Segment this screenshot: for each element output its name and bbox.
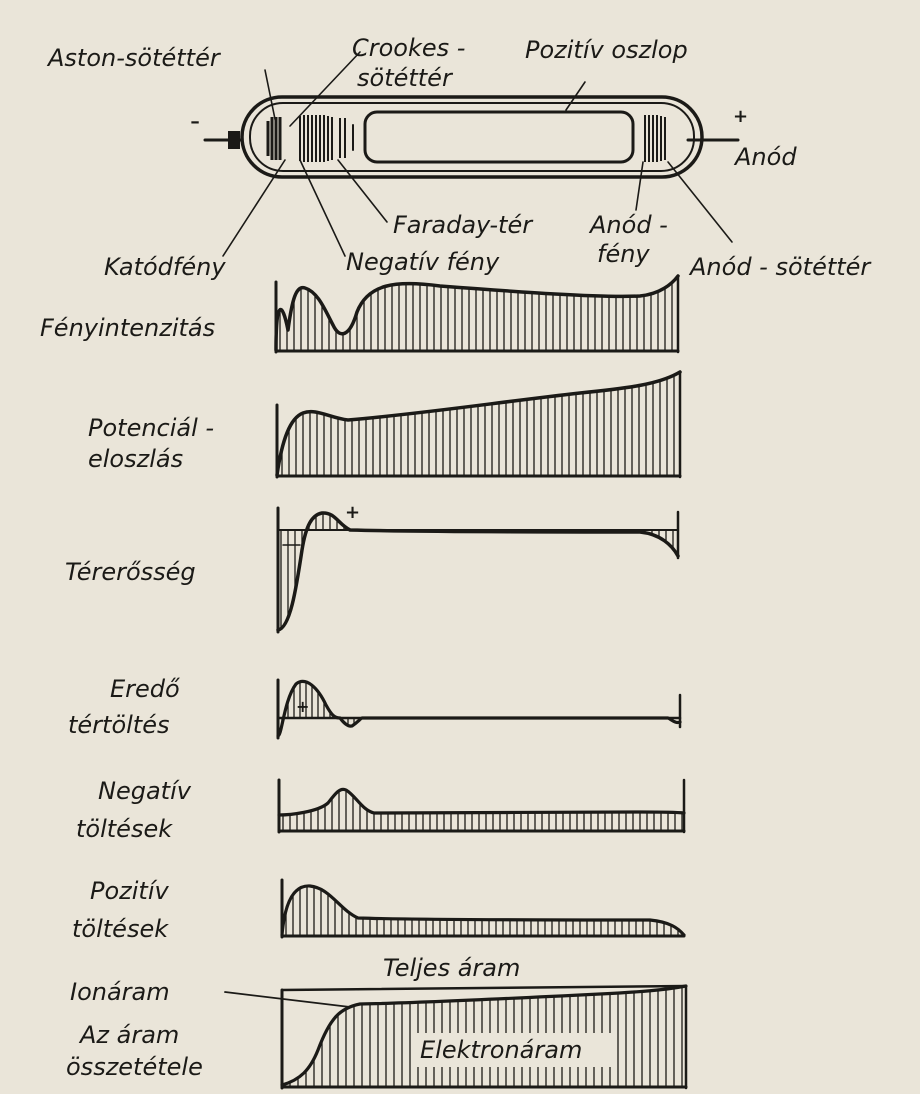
fenyintenzitas-hatching [279, 282, 673, 351]
panel-aram-osszetetel: Elektronáram Teljes áram Ionáram Az áram… [66, 954, 688, 1090]
panel-negativ-toltesek: Negatív töltések [76, 777, 686, 843]
crookes-leader [289, 51, 361, 127]
minus-sign: - [190, 104, 200, 137]
eredo-curve [276, 679, 682, 738]
anod-sotetter-leader [667, 161, 733, 243]
aston-leader [264, 69, 277, 125]
panel-pozitiv-toltesek: Pozitív töltések [72, 877, 686, 943]
potencial-hatching [281, 375, 675, 476]
eredo-label-line2: tértöltés [68, 711, 169, 739]
negativ-hatching [282, 790, 683, 831]
tube-inner-wall [249, 102, 695, 172]
panel-tererosseg: + Térerősség [65, 502, 680, 634]
ionaram-leader [224, 991, 351, 1008]
negativ-label-line1: Negatív [98, 777, 192, 805]
ionaram-curve [280, 984, 688, 1087]
discharge-tube: Aston-sötéttér Crookes - sötéttér Pozití… [46, 34, 872, 281]
anod-sotetter-label: Anód - sötéttér [688, 253, 872, 281]
anodfeny-label-line2: fény [597, 240, 650, 268]
faraday-label: Faraday-tér [393, 211, 534, 239]
panel-potencial: Potenciál - eloszlás [88, 370, 682, 479]
pozitiv-curve [280, 884, 686, 937]
potencial-label-line2: eloszlás [88, 445, 183, 473]
aram-hatching [289, 986, 683, 1087]
tererosseg-label: Térerősség [65, 558, 196, 586]
elektronaram-label-bg [412, 1033, 614, 1067]
teljes-aram-label: Teljes áram [383, 954, 520, 982]
tube-outer-wall [240, 95, 704, 179]
negativ-feny-label: Negatív fény [346, 248, 500, 276]
teljes-aram-line [280, 984, 688, 992]
katodfeny-leader [222, 159, 286, 257]
negativ-feny-leader [299, 159, 346, 257]
ionaram-label: Ionáram [70, 978, 170, 1006]
cathode-electrode [228, 131, 240, 149]
pozitiv-hatching [285, 886, 679, 936]
positive-column [363, 110, 635, 164]
leader-lines [222, 51, 733, 257]
tube-striations [266, 115, 666, 162]
negativ-label-line2: töltések [76, 815, 173, 843]
anode-label: Anód [733, 143, 797, 171]
crookes-label-line2: sötéttér [357, 64, 454, 92]
anodfeny-leader [635, 161, 644, 211]
elektronaram-label: Elektronáram [420, 1036, 582, 1064]
crookes-label-line1: Crookes - [352, 34, 465, 62]
plus-sign: + [733, 106, 748, 127]
positive-column-label: Pozitív oszlop [525, 36, 688, 64]
pozitiv-label-line1: Pozitív [90, 877, 170, 905]
negativ-curve [277, 787, 686, 817]
potencial-label-line1: Potenciál - [88, 414, 214, 442]
panel-eredo-tertoltes: + Eredő tértöltés [68, 675, 682, 740]
fenyintenzitas-label: Fényintenzitás [40, 314, 215, 342]
eredo-label-line1: Eredő [110, 675, 180, 703]
potencial-curve [275, 370, 682, 477]
fenyintenzitas-curve [274, 274, 680, 352]
osszetetel-label-line1: Az áram [78, 1021, 179, 1049]
pozitiv-label-line2: töltések [72, 915, 169, 943]
positive-column-leader [565, 81, 586, 111]
katodfeny-label: Katódfény [104, 253, 226, 281]
aston-label: Aston-sötéttér [46, 44, 222, 72]
anodfeny-label-line1: Anód - [588, 211, 668, 239]
osszetetel-label-line2: összetétele [66, 1053, 203, 1081]
eredo-plus-sign: + [296, 697, 309, 716]
tererosseg-plus-sign: + [345, 502, 360, 523]
faraday-leader [337, 159, 388, 223]
panel-fenyintenzitas: Fényintenzitás [40, 274, 680, 354]
